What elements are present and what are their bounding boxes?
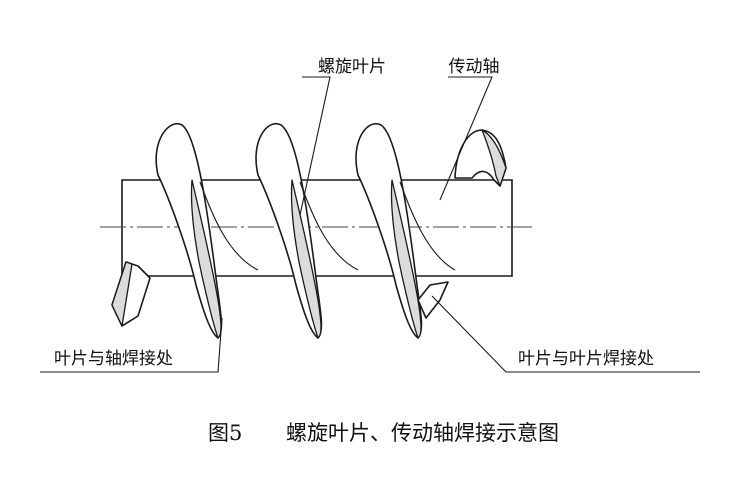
spiral-blades: [111, 122, 507, 339]
helix-front-lines: [199, 181, 456, 271]
caption-number: 图5: [208, 421, 242, 445]
label-spiral-blade: 螺旋叶片: [318, 57, 386, 77]
label-drive-shaft: 传动轴: [449, 57, 500, 77]
label-blade-shaft-weld: 叶片与轴焊接处: [54, 349, 173, 369]
caption-title: 螺旋叶片、传动轴焊接示意图: [286, 421, 559, 445]
label-blade-blade-weld: 叶片与叶片焊接处: [518, 349, 654, 369]
leader-lines: [40, 76, 700, 373]
